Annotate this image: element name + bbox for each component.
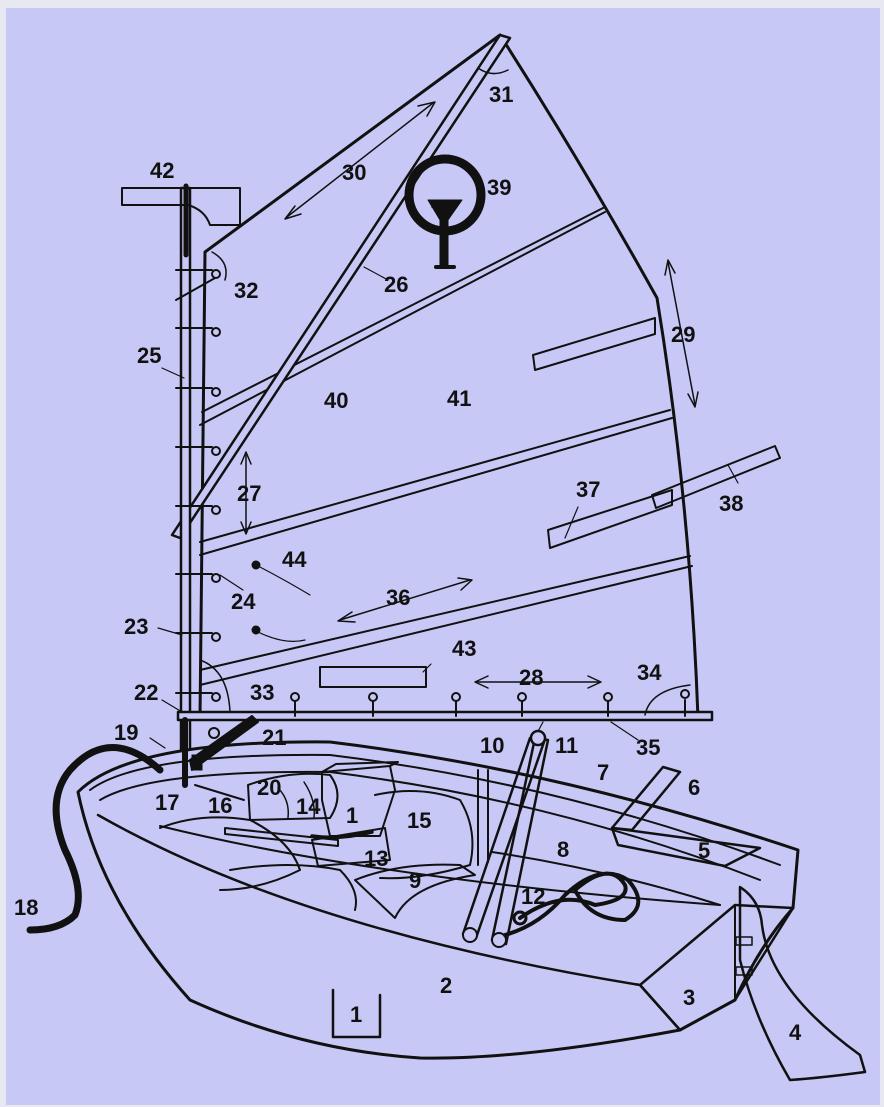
label-44: 44 [282,547,307,572]
sail-seam [201,207,604,413]
label-12: 12 [521,884,545,909]
label-13: 13 [364,846,388,871]
corner-arc-34 [644,684,691,716]
sail-seam [199,409,671,543]
telltale [251,560,261,570]
label-34: 34 [637,660,662,685]
label-39: 39 [487,175,511,200]
label-4: 4 [789,1020,802,1045]
label-20: 20 [257,775,281,800]
label-43: 43 [452,636,476,661]
centreboard-case [224,827,339,847]
label-7: 7 [597,760,609,785]
label-11: 11 [555,733,578,758]
hull-floor-edge [159,825,721,906]
hull-inner-rim [99,770,761,881]
daggerboard [331,988,382,1039]
rudder-pintle [735,936,753,946]
thwart [354,863,476,919]
label-24: 24 [231,589,256,614]
label-23: 23 [124,614,148,639]
label-37: 37 [576,477,600,502]
label-3: 3 [683,985,695,1010]
buoyancy-bag-15 [374,790,474,880]
boom [176,710,714,722]
corner-arc-33 [199,659,231,713]
label-38: 38 [719,491,743,516]
label-14: 14 [296,794,321,819]
sail-seam [199,555,691,671]
leader-lines [149,266,739,749]
sail-seam [199,565,693,686]
buoyancy-bag-20 [247,772,339,821]
label-6: 6 [688,775,700,800]
sail-window-43 [319,666,427,688]
dimension-arrows [240,101,699,689]
sail-outline [198,33,700,720]
label-41: 41 [447,386,471,411]
label-32: 32 [234,278,258,303]
label-30: 30 [342,160,366,185]
label-36: 36 [386,585,410,610]
label-10: 10 [480,733,504,758]
batten-pocket-upper [532,317,656,371]
mast [179,186,192,786]
part-labels: 31 42 30 39 26 32 29 25 40 41 27 37 38 4… [14,82,802,1045]
label-8: 8 [557,837,569,862]
label-26: 26 [384,272,408,297]
label-9: 9 [409,868,421,893]
label-25: 25 [137,343,161,368]
bow-rope-18 [26,744,164,934]
label-29: 29 [671,322,695,347]
label-21: 21 [262,725,286,750]
label-16: 16 [208,793,232,818]
boom-ties [290,689,690,717]
tiller-5 [610,826,762,868]
label-40: 40 [324,388,348,413]
label-1-daggerboard: 1 [350,1002,362,1027]
label-2: 2 [440,973,452,998]
label-28: 28 [519,665,543,690]
rudder [738,885,867,1082]
label-22: 22 [134,680,158,705]
painter-rope [503,871,641,937]
corner-arc-32 [211,251,227,281]
vang-21 [189,715,259,771]
label-15: 15 [407,808,431,833]
bailer-13 [311,827,391,867]
label-17: 17 [155,790,179,815]
batten-38 [651,445,781,509]
label-19: 19 [114,720,138,745]
transom [638,903,795,1032]
corner-arc-31 [477,67,509,75]
label-31: 31 [489,82,513,107]
label-35: 35 [636,735,660,760]
telltale [251,625,261,635]
mast-ties [175,269,221,702]
hull-chine [96,813,682,1032]
batten-pocket-37 [547,489,673,549]
label-27: 27 [237,481,261,506]
label-1-box: 1 [346,803,358,828]
label-18: 18 [14,895,38,920]
hull-gunwale [89,753,781,866]
rudder-pintle [735,966,753,976]
label-33: 33 [250,680,274,705]
buoyancy-bag-side [159,816,301,891]
label-42: 42 [150,158,174,183]
sail-seam [199,417,673,556]
label-5: 5 [698,838,710,863]
buoyancy-bag-side2 [229,864,357,911]
